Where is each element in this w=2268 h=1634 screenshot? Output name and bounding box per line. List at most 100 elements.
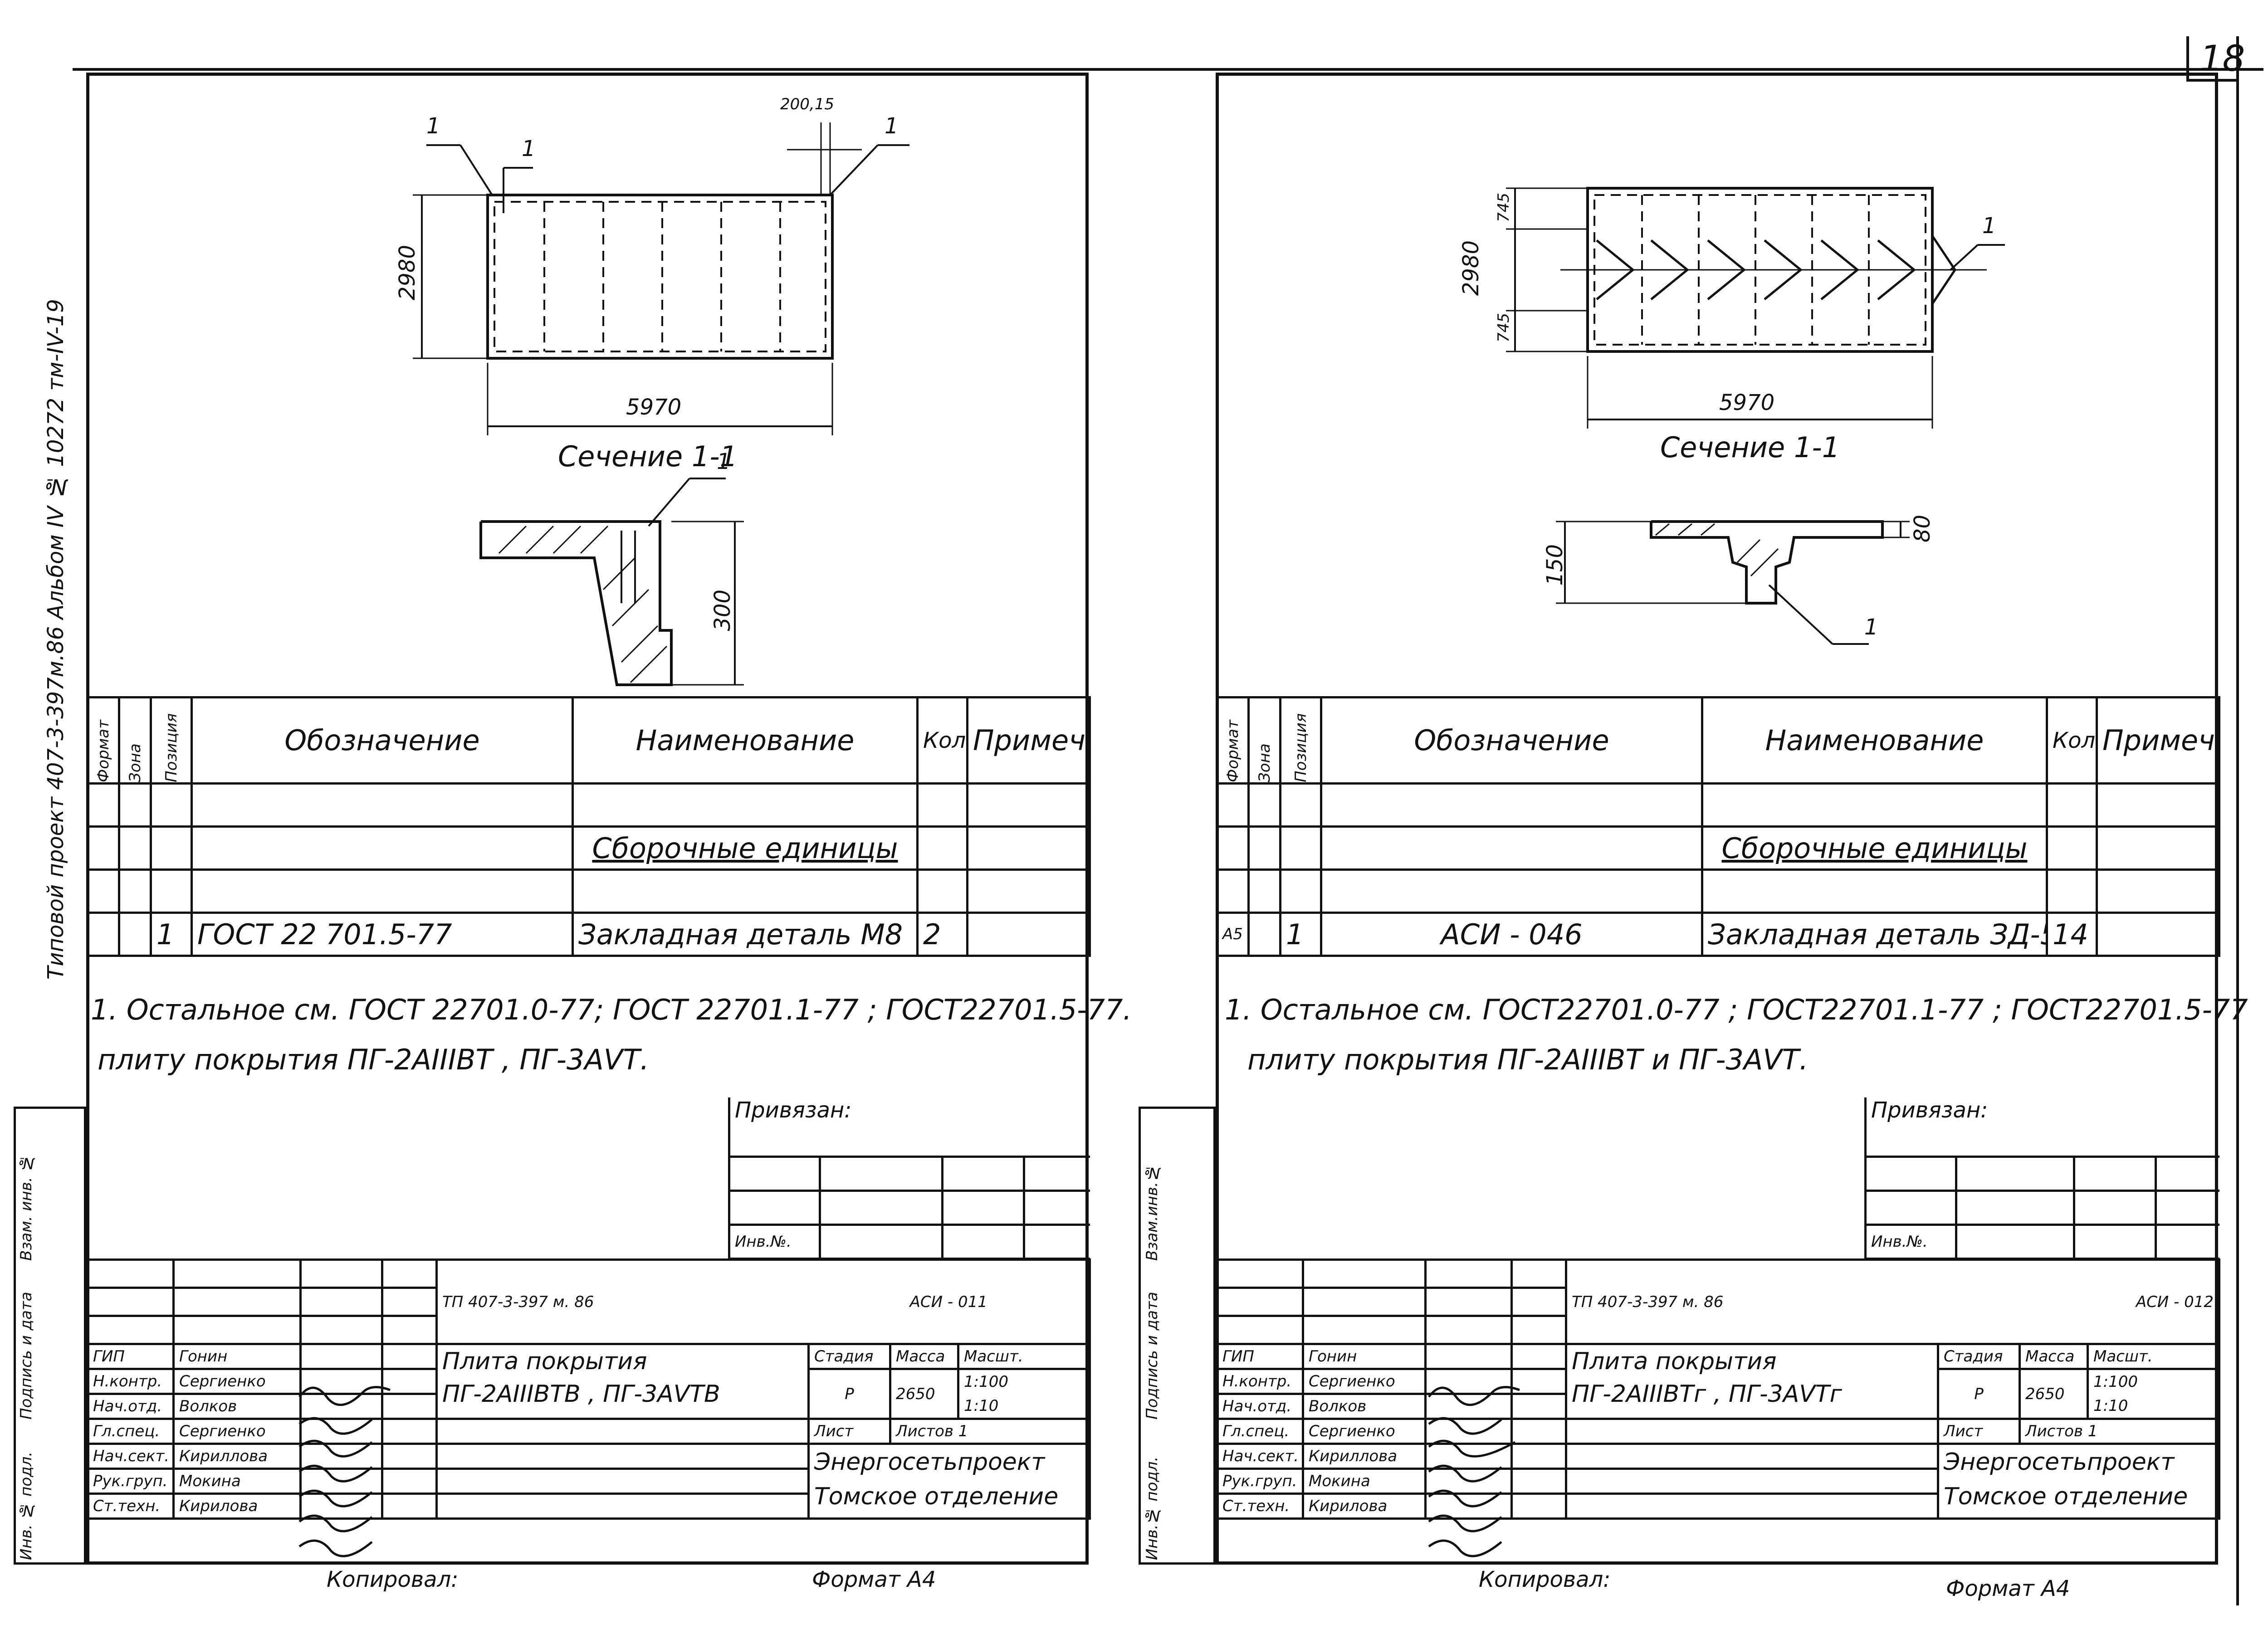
left-spec-h-note: Примеч.	[966, 696, 1091, 785]
left-spec-row-designation: ГОСТ 22 701.5-77	[191, 912, 574, 957]
right-mass-label: Масса	[2019, 1343, 2089, 1370]
right-signer-role-4: Нач.сект.	[1216, 1443, 1304, 1470]
right-bound-label: Привязан:	[1864, 1097, 2219, 1158]
signer-name-4: Кириллова	[172, 1443, 302, 1470]
left-scale1: 1:100	[957, 1368, 1091, 1394]
right-bound-table: Привязан: Инв.№.	[1864, 1097, 2219, 1260]
right-spec-table: Формат Зона Позиция Обозначение Наименов…	[1216, 696, 2220, 957]
right-spec-row-name: Закладная деталь ЗД-5	[1701, 912, 2048, 957]
right-spec-row-format: А5	[1216, 912, 1250, 957]
left-plan-callout-1: 1	[426, 113, 440, 139]
outer-frame-right	[2236, 36, 2239, 1605]
right-section-callout: 1	[1864, 615, 1878, 640]
left-stage: Р	[807, 1368, 891, 1420]
right-plan-callout: 1	[1982, 213, 1996, 239]
right-spec-h-qty: Кол.	[2046, 696, 2098, 785]
left-spec-h-name: Наименование	[572, 696, 919, 785]
left-org1: Энергосетьпроект	[814, 1449, 1045, 1476]
left-note-line1: 1. Остальное см. ГОСТ 22701.0-77; ГОСТ 2…	[91, 993, 1132, 1026]
left-plan-callout-2: 1	[885, 113, 899, 139]
right-scale-label: Масшт.	[2086, 1343, 2221, 1370]
right-note-line1: 1. Остальное см. ГОСТ22701.0-77 ; ГОСТ22…	[1225, 993, 2248, 1026]
right-note-line2: плиту покрытия ПГ-2АIIIВТ и ПГ-3АVТ.	[1247, 1043, 1809, 1076]
right-doc-code: АСИ - 012	[1938, 1258, 2221, 1345]
left-org2: Томское отделение	[814, 1483, 1059, 1510]
signer-name-5: Мокина	[172, 1468, 302, 1495]
left-section-title: Сечение 1-1	[558, 440, 738, 473]
right-sheets-label: Листов 1	[2018, 1418, 2221, 1445]
signer-role-6: Ст.техн.	[86, 1493, 175, 1520]
right-signer-name-2: Волков	[1302, 1393, 1427, 1420]
right-spec-h-note: Примеч.	[2096, 696, 2220, 785]
right-spec-h-designation: Обозначение	[1320, 696, 1703, 785]
right-inv-label: Инв.№.	[1864, 1223, 1957, 1260]
signer-role-4: Нач.сект.	[86, 1443, 175, 1470]
right-signer-role-1: Н.контр.	[1216, 1368, 1304, 1395]
signer-role-1: Н.контр.	[86, 1368, 175, 1395]
right-mass: 2650	[2019, 1368, 2089, 1420]
right-spec-group: Сборочные единицы	[1701, 825, 2048, 871]
left-title-line2: ПГ-2АIIIВТВ , ПГ-3АVТВ	[442, 1380, 720, 1408]
left-spec-h-qty: Кол.	[916, 696, 968, 785]
right-spec-h-name: Наименование	[1701, 696, 2048, 785]
left-spec-row-name: Закладная деталь М8	[572, 912, 919, 957]
left-spec-row-pos: 1	[150, 912, 193, 957]
left-sheets-label: Листов 1	[889, 1418, 1091, 1445]
left-note-line2: плиту покрытия ПГ-2АIIIВТ , ПГ-3АVТ.	[98, 1043, 649, 1076]
left-inv-label: Инв.№.	[728, 1223, 821, 1260]
signer-role-5: Рук.груп.	[86, 1468, 175, 1495]
right-signer-role-6: Ст.техн.	[1216, 1493, 1304, 1520]
left-bound-label: Привязан:	[728, 1097, 1090, 1158]
right-copied: Копировал:	[1479, 1567, 1611, 1592]
right-signer-role-3: Гл.спец.	[1216, 1418, 1304, 1445]
left-scale-label: Масшт.	[957, 1343, 1091, 1370]
right-title-block: ТП 407-3-397 м. 86 АСИ - 012 ГИП Гонин П…	[1216, 1258, 2221, 1520]
signer-role-2: Нач.отд.	[86, 1393, 175, 1420]
left-scale2: 1:10	[957, 1394, 1091, 1420]
left-spec-group: Сборочные единицы	[572, 825, 919, 871]
right-title-line2: ПГ-2АIIIВТг , ПГ-3АVТг	[1572, 1380, 1842, 1408]
right-spec-row-qty: 14	[2046, 912, 2098, 957]
right-signer-name-1: Сергиенко	[1302, 1368, 1427, 1395]
right-org1: Энергосетьпроект	[1944, 1449, 2175, 1476]
signer-name-3: Сергиенко	[172, 1418, 302, 1445]
left-mass: 2650	[889, 1368, 959, 1420]
right-spec-row-designation: АСИ - 046	[1320, 912, 1703, 957]
right-signer-name-6: Кирилова	[1302, 1493, 1427, 1520]
left-binding-strip	[14, 1107, 86, 1565]
left-doc-code: АСИ - 011	[808, 1258, 1091, 1345]
left-sheet-label: Лист	[807, 1418, 891, 1445]
left-plan-dim-width: 5970	[626, 395, 682, 420]
right-scale2: 1:10	[2086, 1394, 2221, 1420]
left-section-callout: 1	[717, 449, 731, 474]
right-signer-role-2: Нач.отд.	[1216, 1393, 1304, 1420]
signer-name-0: Гонин	[172, 1343, 302, 1370]
left-bound-table: Привязан: Инв.№.	[728, 1097, 1090, 1260]
right-scale1: 1:100	[2086, 1368, 2221, 1394]
left-spec-table: Формат Зона Позиция Обозначение Наименов…	[86, 696, 1091, 957]
left-plan-dim-top: 200,15	[780, 95, 834, 113]
left-title-block: ТП 407-3-397 м. 86 АСИ - 011 ГИП Гонин П…	[86, 1258, 1091, 1520]
right-signer-name-0: Гонин	[1302, 1343, 1427, 1370]
right-signer-name-5: Мокина	[1302, 1468, 1427, 1495]
signer-name-2: Волков	[172, 1393, 302, 1420]
right-signer-role-0: ГИП	[1216, 1343, 1304, 1370]
page-number-box	[2186, 36, 2239, 82]
left-mass-label: Масса	[889, 1343, 959, 1370]
right-section-title: Сечение 1-1	[1660, 431, 1840, 464]
left-title-line1: Плита покрытия	[442, 1348, 647, 1375]
signer-name-1: Сергиенко	[172, 1368, 302, 1395]
right-title-line1: Плита покрытия	[1572, 1348, 1777, 1375]
right-sheet-label: Лист	[1937, 1418, 2021, 1445]
outer-frame-top	[73, 68, 2263, 71]
right-org2: Томское отделение	[1944, 1483, 2188, 1510]
left-stage-label: Стадия	[807, 1343, 891, 1370]
middle-binding-strip	[1139, 1107, 1216, 1565]
right-signer-name-3: Сергиенко	[1302, 1418, 1427, 1445]
right-plan-dim-width: 5970	[1719, 390, 1775, 415]
right-stage-label: Стадия	[1937, 1343, 2021, 1370]
left-spec-h-designation: Обозначение	[191, 696, 574, 785]
